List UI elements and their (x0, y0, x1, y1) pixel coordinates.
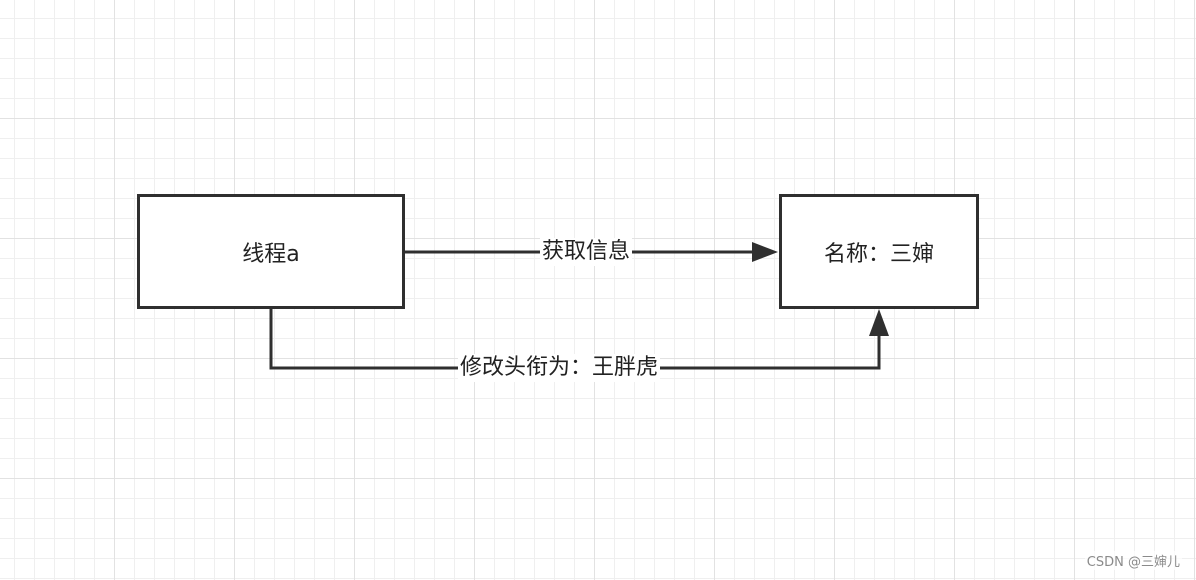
node-thread-a-label: 线程a (242, 241, 300, 267)
node-thread-a: 线程a (137, 194, 405, 309)
node-name-sanshen-label: 名称：三婶 (823, 241, 934, 267)
edge-label-get-info: 获取信息 (540, 238, 633, 266)
edge-modify-title-arrowhead (869, 309, 889, 336)
edge-label-modify-title: 修改头衔为：王胖虎 (458, 354, 661, 382)
node-name-sanshen: 名称：三婶 (779, 194, 979, 309)
watermark: CSDN @三婶儿 (1084, 551, 1182, 570)
edge-get-info-arrowhead (752, 242, 778, 262)
